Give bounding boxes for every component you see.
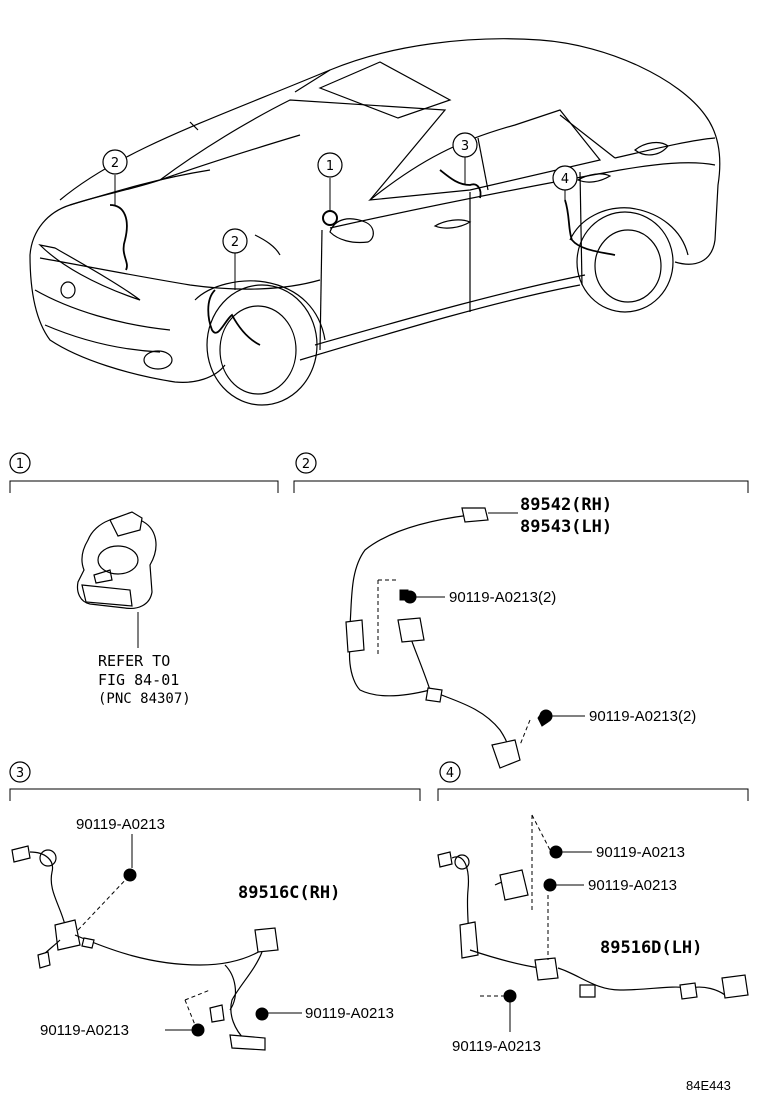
bolt-upper-code: 90119-A0213(2) <box>449 589 556 606</box>
section-1-header: 1 <box>9 452 279 493</box>
section-3-rear-rh-sensor-wire: 90119-A0213 89516C(RH) 90119-A0213 90119… <box>11 816 394 1051</box>
callout-2-hood: 2 <box>111 156 119 171</box>
s3-bolt-right-code: 90119-A0213 <box>305 1005 394 1022</box>
s4-bolt-mid-code: 90119-A0213 <box>588 877 677 894</box>
s4-bolt-bottom-code: 90119-A0213 <box>452 1038 541 1055</box>
part-89542-rh: 89542(RH) <box>520 495 612 515</box>
part-89516c-rh: 89516C(RH) <box>238 883 340 903</box>
part-89516d-lh: 89516D(LH) <box>600 938 702 958</box>
s3-bolt-top-code: 90119-A0213 <box>76 816 165 833</box>
section-3-header: 3 <box>9 761 421 801</box>
callout-1: 1 <box>326 159 334 174</box>
s4-bolt-top-code: 90119-A0213 <box>596 844 685 861</box>
refer-to-pnc: (PNC 84307) <box>98 691 191 707</box>
refer-to-line-2: FIG 84-01 <box>98 671 179 689</box>
callout-2-front: 2 <box>231 235 239 250</box>
section-4-rear-lh-sensor-wire: 90119-A0213 90119-A0213 89516D(LH) 90119… <box>437 814 749 1055</box>
callout-4: 4 <box>561 172 569 187</box>
diagram-code: 84E443 <box>686 1078 731 1093</box>
car-illustration: 2 2 1 3 4 <box>29 38 721 406</box>
part-89543-lh: 89543(LH) <box>520 517 612 537</box>
refer-to-line-1: REFER TO <box>98 652 170 670</box>
callout-3: 3 <box>461 139 469 154</box>
section-1-number: 1 <box>16 457 24 472</box>
section-2-front-sensor-wire: 89542(RH) 89543(LH) 90119-A0213(2) 90119… <box>345 495 696 769</box>
section-4-header: 4 <box>437 761 749 801</box>
s3-bolt-left-code: 90119-A0213 <box>40 1022 129 1039</box>
bolt-lower-code: 90119-A0213(2) <box>589 708 696 725</box>
section-2-number: 2 <box>302 457 310 472</box>
section-4-number: 4 <box>446 766 454 781</box>
section-1-clock-spring: REFER TO FIG 84-01 (PNC 84307) <box>76 511 191 707</box>
section-2-header: 2 <box>293 452 749 493</box>
section-3-number: 3 <box>16 766 24 781</box>
